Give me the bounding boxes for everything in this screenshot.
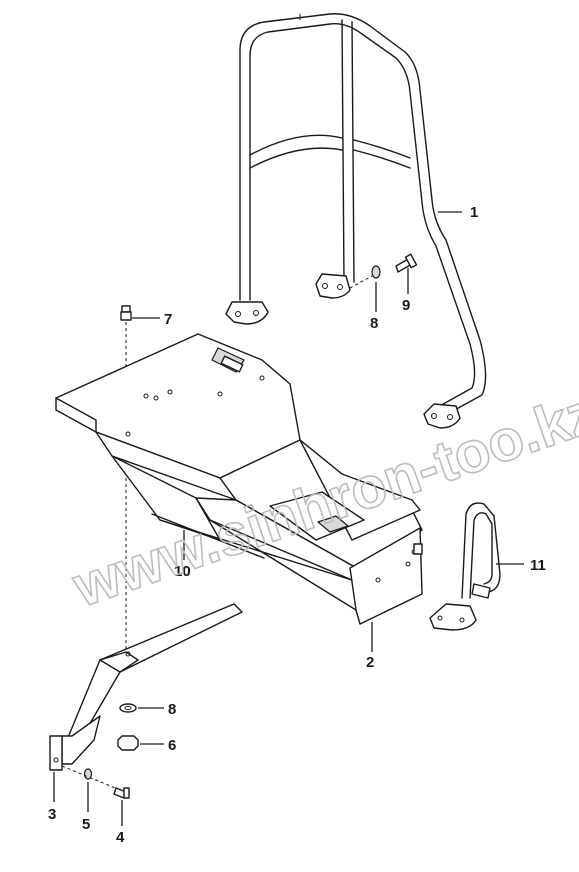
handle-part-11 [429,502,501,631]
callout-9: 9 [402,297,410,314]
callout-6: 6 [168,737,176,754]
tray-part-2 [55,333,423,625]
callout-8-lower: 8 [168,701,176,718]
callout-11: 11 [530,557,546,574]
callout-8-upper: 8 [370,315,378,332]
callout-4: 4 [116,829,125,846]
callout-2: 2 [366,654,374,671]
leader-lines [53,211,524,826]
callout-1: 1 [470,204,478,221]
washer-part-5 [61,765,121,791]
callout-3: 3 [48,806,56,823]
callout-labels: 1 2 3 4 5 6 7 8 8 9 10 11 [48,204,546,846]
washer-part-8-lower [119,703,137,713]
bolt-part-9 [395,253,418,273]
washer-part-8-upper [349,265,381,289]
support-bracket-part-3 [49,603,243,771]
nut-part-6 [117,735,139,751]
bolt-part-4 [113,787,130,799]
callout-5: 5 [82,816,90,833]
callout-7: 7 [164,311,172,328]
handrail-part-1 [225,13,487,429]
strip-part-10 [151,513,265,559]
callout-10: 10 [174,563,191,580]
